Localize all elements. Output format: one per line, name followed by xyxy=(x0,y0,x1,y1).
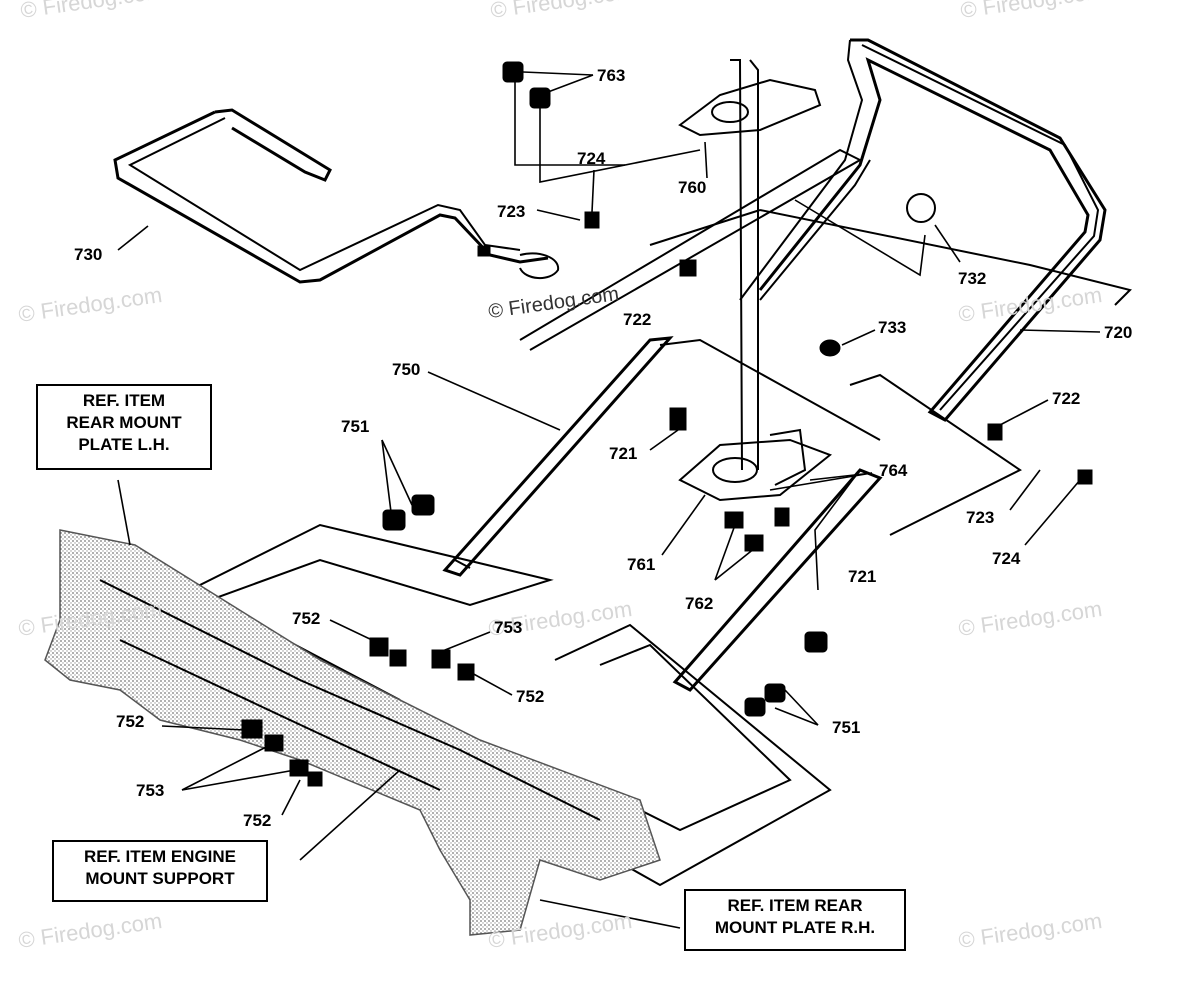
part-number-730: 730 xyxy=(74,245,103,264)
part-number-722: 722 xyxy=(623,310,652,329)
frame-lines xyxy=(519,148,1132,536)
part-number-724: 724 xyxy=(577,149,606,168)
leader-lines xyxy=(117,71,1101,929)
part-number-753: 753 xyxy=(494,618,523,637)
part-number-752: 752 xyxy=(243,811,272,830)
part-number-723: 723 xyxy=(966,508,995,527)
part-number-733: 733 xyxy=(878,318,907,337)
part-number-732: 732 xyxy=(958,269,987,288)
part-number-750: 750 xyxy=(392,360,421,379)
part-number-721: 721 xyxy=(609,444,638,463)
part-number-724: 724 xyxy=(992,549,1021,568)
part-number-752: 752 xyxy=(516,687,545,706)
part-number-761: 761 xyxy=(627,555,656,574)
ref-box-line: REF. ITEM xyxy=(82,391,166,410)
ref-box-line: MOUNT SUPPORT xyxy=(85,869,235,889)
ref-box-rear-mount-plate-lh: REF. ITEM REAR MOUNT PLATE L.H. xyxy=(36,384,212,470)
handle-720 xyxy=(739,38,1107,422)
lift-bar-730 xyxy=(113,108,560,284)
part-number-762: 762 xyxy=(685,594,714,613)
part-number-763: 763 xyxy=(597,66,626,85)
linkage-bar-750 xyxy=(442,336,881,577)
ref-box-engine-mount-support: REF. ITEM ENGINE MOUNT SUPPORT xyxy=(52,840,268,902)
part-number-752: 752 xyxy=(292,609,321,628)
part-number-722: 722 xyxy=(1052,389,1081,408)
control-shaft-assembly xyxy=(678,59,832,502)
part-number-723: 723 xyxy=(497,202,526,221)
part-number-752: 752 xyxy=(116,712,145,731)
ref-box-line: PLATE L.H. xyxy=(78,435,170,455)
ref-box-line: REF. ITEM REAR xyxy=(727,896,863,915)
rear-mount-plate-rh xyxy=(554,623,832,887)
part-number-764: 764 xyxy=(879,461,908,480)
part-number-751: 751 xyxy=(832,718,861,737)
ref-box-line: MOUNT PLATE R.H. xyxy=(714,918,876,938)
engine-mount-support xyxy=(44,529,661,936)
part-number-720: 720 xyxy=(1104,323,1133,342)
ref-box-line: REAR MOUNT xyxy=(66,413,182,433)
fasteners xyxy=(241,61,1093,787)
linkage-rod-right xyxy=(672,468,883,692)
ref-box-line: REF. ITEM ENGINE xyxy=(83,847,237,866)
part-number-721: 721 xyxy=(848,567,877,586)
part-number-751: 751 xyxy=(341,417,370,436)
part-number-753: 753 xyxy=(136,781,165,800)
ref-box-rear-mount-plate-rh: REF. ITEM REAR MOUNT PLATE R.H. xyxy=(684,889,906,951)
part-number-760: 760 xyxy=(678,178,707,197)
